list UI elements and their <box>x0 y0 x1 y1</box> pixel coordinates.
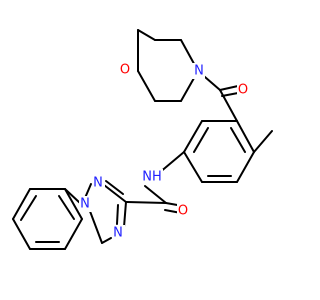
atom-label: O <box>238 83 248 98</box>
triazole-nitrogen-1-atom: N <box>92 175 105 191</box>
bond <box>125 201 167 204</box>
atom-label: N <box>80 197 90 212</box>
bond <box>158 151 185 174</box>
bond <box>12 188 31 220</box>
bond <box>101 237 112 244</box>
bond <box>193 127 209 153</box>
bond <box>103 184 127 203</box>
bond <box>137 70 156 102</box>
atom-label: NH <box>142 170 162 185</box>
bond <box>123 201 127 228</box>
bond <box>219 85 239 91</box>
bond <box>230 127 246 153</box>
atom-label: N <box>113 226 123 241</box>
bond <box>253 130 273 153</box>
bond <box>116 204 119 225</box>
bond <box>144 185 167 204</box>
bond <box>183 151 203 183</box>
bond <box>64 218 83 250</box>
bonds <box>12 29 273 250</box>
amide-oxygen-atom: O <box>177 203 190 219</box>
bond <box>12 218 31 250</box>
morpholine-oxygen-atom: O <box>119 62 131 78</box>
triazole-nitrogen-2-atom: N <box>79 196 92 212</box>
bond <box>64 188 83 220</box>
atom-label: N <box>93 176 103 191</box>
carbonyl-oxygen-atom: O <box>237 82 250 98</box>
atom-label: N <box>194 64 204 79</box>
bond <box>183 120 203 153</box>
bond <box>221 92 239 97</box>
atom-label: O <box>178 204 188 219</box>
bond <box>219 89 238 122</box>
bond <box>84 183 92 199</box>
bond <box>236 151 255 183</box>
bond <box>236 120 255 153</box>
bond <box>105 180 124 195</box>
morpholine-nitrogen-atom: N <box>192 63 205 79</box>
molecule-structure: O N O NH O N N N <box>12 29 273 250</box>
bond <box>58 195 75 220</box>
bond <box>20 195 37 221</box>
bond <box>64 188 81 204</box>
bond <box>137 29 156 41</box>
amide-nitrogen-atom: NH <box>141 169 163 185</box>
triazole-nitrogen-4-atom: N <box>112 225 125 241</box>
atom-label: O <box>120 63 130 78</box>
atom-labels: O N O NH O N N N <box>79 62 250 241</box>
